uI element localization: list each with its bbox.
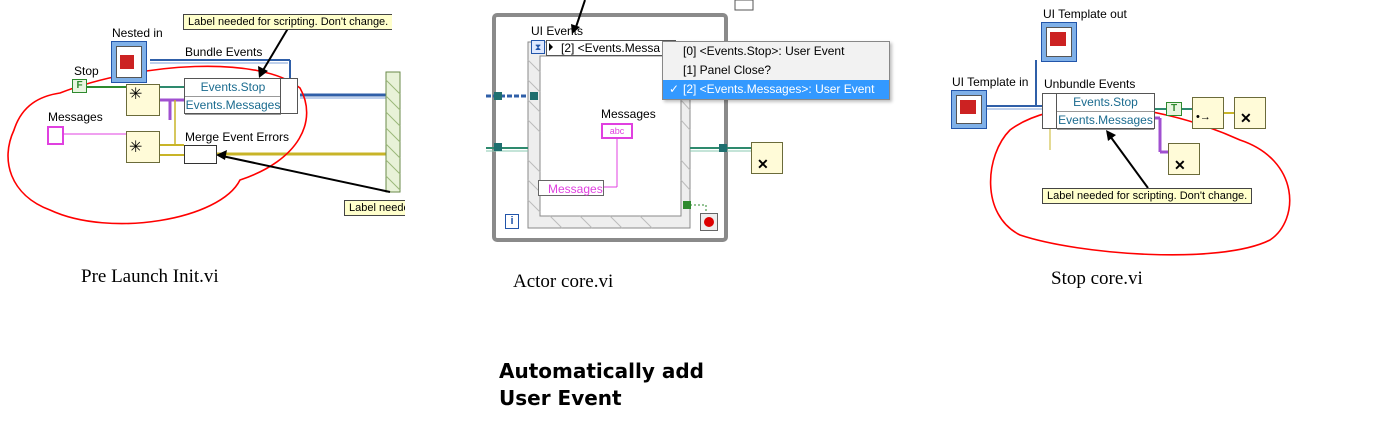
destroy-messages-event-node[interactable]: ✕ <box>1168 143 1200 175</box>
menu-item-events-messages[interactable]: ✓[2] <Events.Messages>: User Event <box>663 80 889 99</box>
bundle-events-label: Bundle Events <box>185 45 263 59</box>
unbundle-events-label: Unbundle Events <box>1044 77 1136 91</box>
checkmark-icon: ✓ <box>669 82 680 96</box>
pre-launch-red-annotation <box>7 65 308 225</box>
bundle-events-cluster[interactable]: Events.Stop Events.Messages <box>184 78 282 115</box>
destroy-user-event-node[interactable]: ✕ <box>1234 97 1266 129</box>
cluster-item-events-stop: Events.Stop <box>1057 94 1154 112</box>
ui-template-out-terminal[interactable] <box>1041 22 1077 62</box>
asterisk-icon: ✳ <box>129 139 143 156</box>
messages-label: Messages <box>48 110 103 124</box>
stop-label: Stop <box>74 64 99 78</box>
arrow-right-icon: •→ <box>1196 111 1211 123</box>
ui-template-in-label: UI Template in <box>952 75 1029 89</box>
event-case-selector[interactable]: [2] <Events.Messa <box>546 40 676 56</box>
scripting-note-bottom: Label needed for scripting. Don't change… <box>344 200 405 216</box>
nested-in-terminal[interactable] <box>111 41 147 83</box>
headline-line-2: User Event <box>499 386 622 410</box>
create-user-event-messages-node[interactable]: ✳ <box>126 131 160 163</box>
pre-launch-wires <box>62 59 401 193</box>
menu-item-panel-close[interactable]: [1] Panel Close? <box>683 63 772 77</box>
scripting-note: Label needed for scripting. Don't change… <box>1042 188 1253 204</box>
close-icon: ✕ <box>1174 157 1186 173</box>
destroy-user-event-node[interactable]: ✕ <box>751 142 783 174</box>
messages-event-data-node[interactable]: Messages <box>538 180 604 196</box>
close-icon: ✕ <box>757 156 769 172</box>
stop-false-constant[interactable]: F <box>72 79 87 93</box>
messages-label: Messages <box>601 107 656 121</box>
merge-errors-node[interactable] <box>184 145 217 164</box>
event-data-node-icon: ⧗ <box>531 40 545 54</box>
close-icon: ✕ <box>1240 110 1252 126</box>
actor-core-caption: Actor core.vi <box>513 271 614 292</box>
ui-template-out-label: UI Template out <box>1043 7 1127 21</box>
pre-launch-caption: Pre Launch Init.vi <box>81 266 219 287</box>
headline-line-1: Automatically add <box>499 359 704 383</box>
cluster-item-events-messages: Events.Messages <box>185 97 281 115</box>
loop-iteration-terminal: i <box>505 214 519 229</box>
cluster-item-events-messages: Events.Messages <box>1057 112 1154 130</box>
messages-string-indicator[interactable]: abc <box>601 123 633 139</box>
ui-events-label: UI Events <box>531 24 584 38</box>
merge-event-errors-label: Merge Event Errors <box>185 130 290 144</box>
true-constant[interactable]: T <box>1166 102 1182 116</box>
nested-in-label: Nested in <box>112 26 163 40</box>
unbundle-events-cluster[interactable]: Events.Stop Events.Messages <box>1056 93 1155 130</box>
menu-item-events-stop[interactable]: [0] <Events.Stop>: User Event <box>683 44 845 58</box>
scripting-note-top: Label needed for scripting. Don't change… <box>183 14 393 30</box>
messages-terminal[interactable] <box>47 126 64 145</box>
stop-icon <box>704 217 714 227</box>
cluster-item-events-stop: Events.Stop <box>185 79 281 97</box>
event-case-menu[interactable]: [0] <Events.Stop>: User Event [1] Panel … <box>662 41 890 100</box>
create-user-event-stop-node[interactable]: ✳ <box>126 84 160 116</box>
stop-loop-button[interactable] <box>700 213 718 231</box>
stop-core-caption: Stop core.vi <box>1051 268 1143 289</box>
chevron-right-icon <box>549 43 553 51</box>
bundle-node[interactable] <box>280 78 298 114</box>
ui-template-in-terminal[interactable] <box>951 90 987 129</box>
asterisk-icon: ✳ <box>129 86 143 103</box>
generate-user-event-node[interactable]: •→ <box>1192 97 1224 129</box>
